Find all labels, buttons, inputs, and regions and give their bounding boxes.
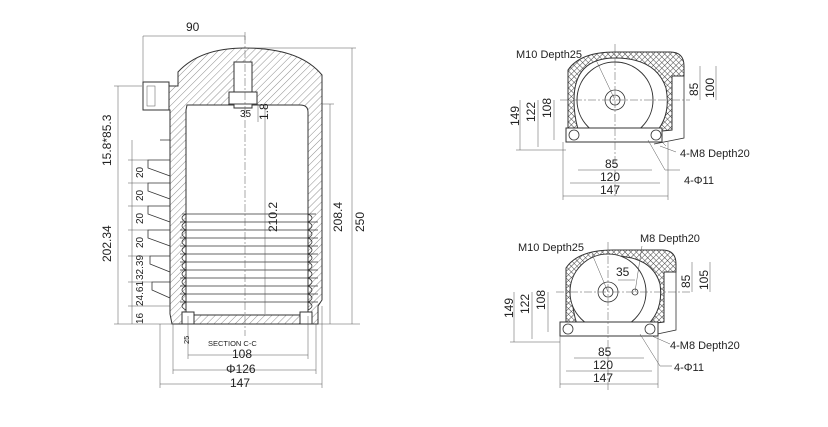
dim-top-r100: 100: [703, 78, 717, 98]
dim-bottom-w85: 85: [598, 345, 612, 359]
dim-rib-4: 20: [135, 236, 146, 248]
bottom-view-holes-dia: 4-Φ11: [674, 362, 704, 374]
dim-height-250: 250: [353, 212, 367, 232]
side-port: [142, 81, 170, 111]
dim-left-upper: 15.8*85.3: [100, 114, 114, 166]
dim-bottom-r105: 105: [697, 270, 711, 290]
bottom-view-thread-2: M8 Depth20: [640, 233, 700, 245]
dim-rib-7: 16: [135, 312, 146, 324]
dim-insert-1-8: 1.8: [257, 103, 271, 120]
bottom-view-dimensions: [510, 245, 711, 388]
dim-left-lower: 202.34: [100, 225, 114, 262]
bottom-view: M10 Depth25 M8 Depth20 4-M8 Depth20 4-Φ1…: [502, 233, 740, 392]
section-dimensions: [114, 32, 360, 388]
inner-corrugations: [180, 213, 318, 311]
dim-top-w147: 147: [600, 183, 620, 197]
dim-height-208: 208.4: [331, 202, 345, 232]
top-view-dimensions: [516, 59, 717, 200]
dim-bottom-h149: 149: [502, 298, 516, 318]
dim-rib-8: 25: [182, 336, 191, 344]
section-view: 90 35 1.8 15.8*85.3 202.34 20 20 20 20 3…: [100, 20, 367, 390]
dim-top-w120: 120: [600, 170, 620, 184]
dim-bottom-h108: 108: [534, 290, 548, 310]
left-sheds: [147, 139, 171, 299]
top-view: M10 Depth25 4-M8 Depth20 4-Φ11 149 122 1…: [508, 44, 750, 200]
dim-top-w85: 85: [605, 157, 619, 171]
dim-bottom-w147: 147: [593, 371, 613, 385]
dim-bottom-147: 147: [230, 376, 250, 390]
dim-rib-1: 20: [135, 166, 146, 178]
dim-insert-35: 35: [240, 109, 252, 120]
bottom-view-holes-thread: 4-M8 Depth20: [670, 340, 740, 352]
top-view-holes-thread: 4-M8 Depth20: [680, 148, 750, 160]
dim-bottom-r85: 85: [679, 274, 693, 288]
dim-bottom-w120: 120: [593, 358, 613, 372]
section-label: SECTION C-C: [208, 339, 257, 348]
dim-rib-3: 20: [135, 212, 146, 224]
dim-rib-2: 20: [135, 189, 146, 201]
insert-flange: [228, 91, 258, 105]
dim-top-r85: 85: [687, 82, 701, 96]
top-view-holes-dia: 4-Φ11: [684, 175, 714, 187]
bottom-view-thread: M10 Depth25: [518, 242, 584, 254]
section-cavity: [185, 104, 309, 316]
top-view-thread: M10 Depth25: [516, 49, 582, 61]
dim-bottom-108: 108: [232, 347, 252, 361]
dim-top-h108: 108: [540, 98, 554, 118]
dim-rib-5: 32.39: [135, 255, 146, 280]
dim-top-h122: 122: [524, 102, 538, 122]
dim-inner-height: 210.2: [266, 202, 280, 232]
dim-bottom-h122: 122: [518, 294, 532, 314]
dim-bottom-d35: 35: [616, 265, 630, 279]
dim-top-h149: 149: [508, 106, 522, 126]
dim-bottom-126: Φ126: [226, 362, 256, 376]
dim-rib-6: 24.61: [135, 281, 146, 306]
dim-top-90: 90: [186, 20, 200, 34]
